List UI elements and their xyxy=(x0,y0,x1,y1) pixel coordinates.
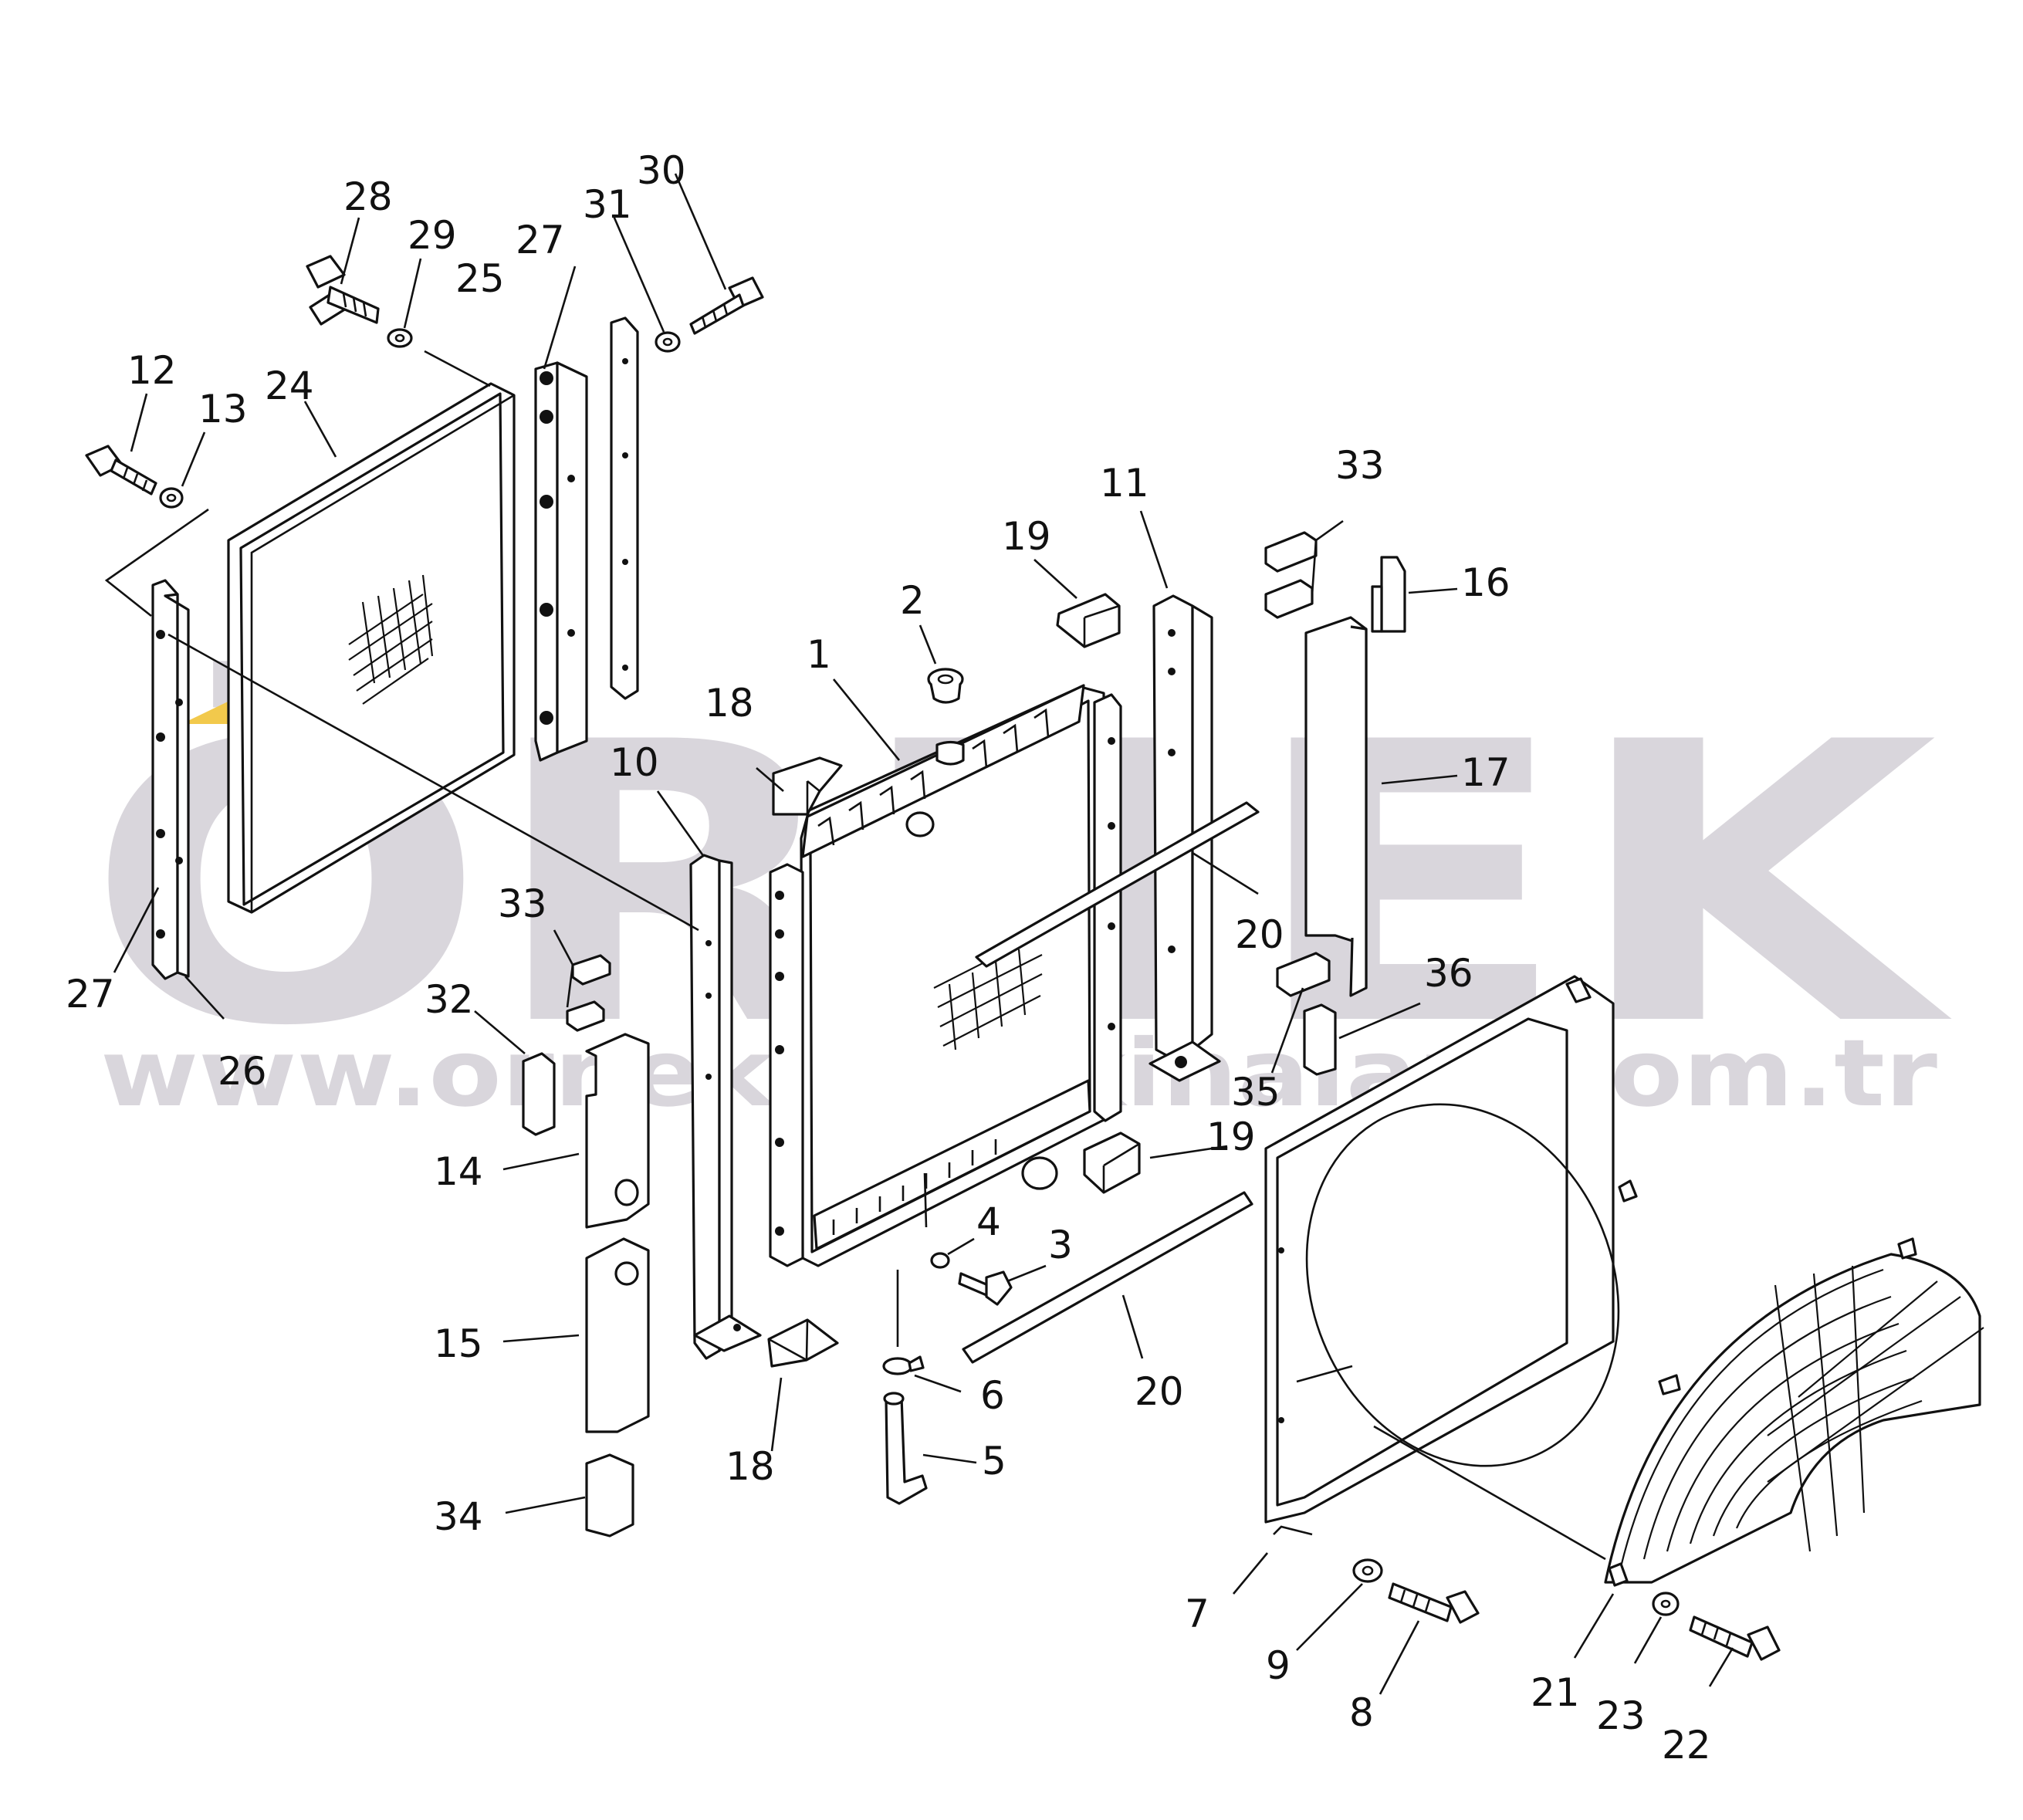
callout-22: 22 xyxy=(1662,1723,1711,1768)
narrow-strip-upper xyxy=(610,316,639,700)
callout-31: 31 xyxy=(583,182,632,227)
callout-20b: 20 xyxy=(1135,1369,1184,1414)
cushion-14 xyxy=(585,1033,650,1229)
cover-17 xyxy=(1304,616,1368,997)
cushion-19-upper xyxy=(1056,593,1121,648)
callout-15: 15 xyxy=(434,1321,483,1366)
callout-36: 36 xyxy=(1424,951,1473,996)
radiator-core xyxy=(769,684,1122,1267)
callout-35: 35 xyxy=(1231,1070,1280,1115)
callout-13: 13 xyxy=(198,387,248,431)
callout-19b: 19 xyxy=(1206,1115,1256,1159)
washer-29 xyxy=(387,328,413,348)
callout-14: 14 xyxy=(434,1149,483,1194)
callout-30: 30 xyxy=(637,148,686,193)
fan-guard xyxy=(1604,1237,1984,1587)
callout-26: 26 xyxy=(218,1049,267,1094)
cushion-36 xyxy=(1303,1003,1337,1076)
bolt-12 xyxy=(85,445,157,496)
callout-17: 17 xyxy=(1461,750,1510,795)
cushion-32 xyxy=(522,1052,556,1136)
callout-8: 8 xyxy=(1349,1690,1374,1735)
callout-33b: 33 xyxy=(498,881,547,926)
callout-7: 7 xyxy=(1185,1592,1209,1636)
callout-5: 5 xyxy=(982,1439,1006,1483)
callout-6: 6 xyxy=(980,1373,1005,1418)
callout-4: 4 xyxy=(976,1199,1001,1244)
callout-1: 1 xyxy=(807,632,831,677)
washer-13 xyxy=(159,487,184,509)
left-side-bracket xyxy=(151,579,190,980)
cushion-33-lower xyxy=(566,954,611,1032)
side-bracket-10 xyxy=(689,854,762,1360)
drain-cock xyxy=(958,1270,1013,1306)
rod-20-lower xyxy=(962,1191,1253,1364)
mesh-holding-strip xyxy=(534,361,588,762)
callout-27a: 27 xyxy=(516,218,565,262)
cushion-35 xyxy=(1276,952,1331,997)
hose-clamp xyxy=(882,1355,925,1375)
o-ring xyxy=(930,1252,950,1269)
callout-28: 28 xyxy=(343,174,393,219)
callout-11: 11 xyxy=(1100,461,1149,506)
callout-18b: 18 xyxy=(726,1444,775,1489)
callout-24: 24 xyxy=(265,364,314,408)
washer-23 xyxy=(1652,1592,1680,1616)
fan-shroud xyxy=(1264,975,1638,1536)
parts xyxy=(85,255,1984,1661)
screen-frame xyxy=(227,382,516,914)
cushion-33-upper xyxy=(1264,531,1318,619)
assembly-line-shroud-to-guard xyxy=(1373,1425,1606,1561)
cushion-18-lower xyxy=(767,1318,839,1368)
callout-23: 23 xyxy=(1596,1693,1646,1738)
wing-bolt-28 xyxy=(306,255,380,326)
callout-20a: 20 xyxy=(1235,912,1284,957)
washer-9 xyxy=(1352,1558,1383,1583)
washer-31 xyxy=(655,331,681,353)
callout-labels: 1 2 3 4 5 6 7 8 9 10 11 12 13 14 15 16 1… xyxy=(66,148,1711,1768)
radiator-cap xyxy=(927,668,964,704)
bolt-30 xyxy=(689,276,764,335)
callout-34: 34 xyxy=(434,1494,483,1539)
cushion-18-upper xyxy=(772,756,843,816)
screen-mesh xyxy=(348,574,434,705)
callout-32: 32 xyxy=(425,977,474,1022)
callout-10: 10 xyxy=(610,740,659,785)
assembly-line-bolt-12 xyxy=(104,508,209,617)
callout-29: 29 xyxy=(408,213,457,258)
callout-9: 9 xyxy=(1266,1643,1291,1688)
drain-hose xyxy=(883,1392,928,1505)
callout-25: 25 xyxy=(455,256,505,301)
callout-18a: 18 xyxy=(705,681,754,726)
callout-21: 21 xyxy=(1531,1670,1580,1715)
cushion-19-lower xyxy=(1083,1132,1141,1194)
callout-19a: 19 xyxy=(1002,514,1051,559)
callout-33a: 33 xyxy=(1335,443,1385,488)
assembly-line-bracket-26-to-10 xyxy=(167,633,699,932)
side-bracket-11 xyxy=(1149,594,1221,1082)
cushion-16 xyxy=(1371,556,1406,633)
callout-27b: 27 xyxy=(66,972,115,1017)
rod-20-upper xyxy=(975,801,1260,968)
callout-3: 3 xyxy=(1048,1223,1073,1267)
cushion-15 xyxy=(585,1237,650,1433)
assembly-lines xyxy=(104,350,1606,1561)
assembly-line-washer-29 xyxy=(424,350,491,387)
callout-16: 16 xyxy=(1461,560,1510,605)
callout-12: 12 xyxy=(127,348,177,393)
cushion-34 xyxy=(585,1453,634,1538)
bolt-8 xyxy=(1388,1582,1480,1624)
callout-2: 2 xyxy=(900,578,925,623)
leader-lines xyxy=(113,173,1734,1695)
bolt-22 xyxy=(1689,1615,1781,1661)
